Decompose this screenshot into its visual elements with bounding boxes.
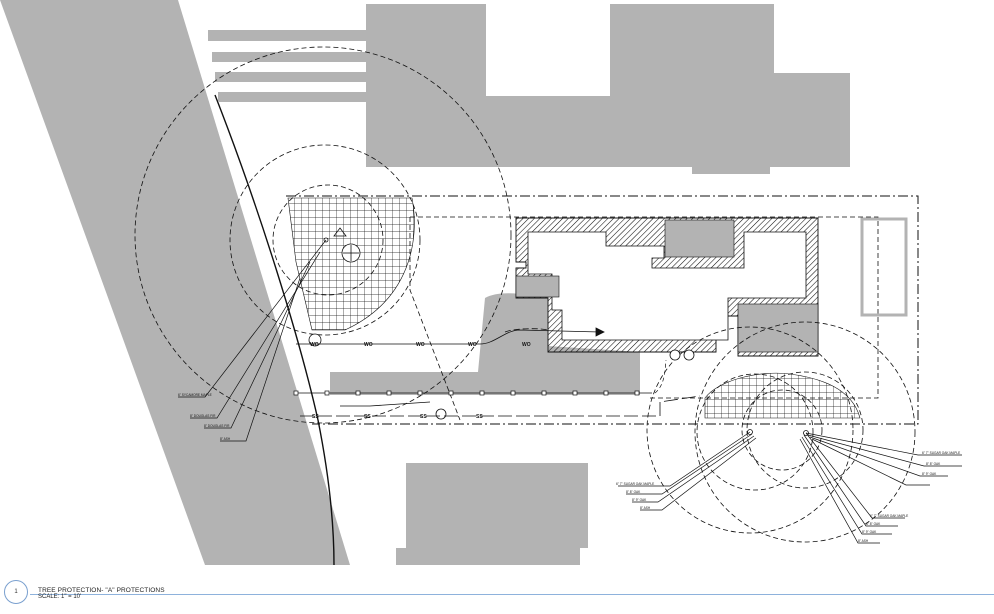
svg-text:WO: WO <box>364 342 373 348</box>
svg-text:8" 8" OAK: 8" 8" OAK <box>926 462 941 466</box>
svg-text:8" ASH: 8" ASH <box>220 437 231 441</box>
west-callout-labels: 6" SYCAMORE MAPLE 8" DOUGLAS FIR 8" DOUG… <box>178 393 231 441</box>
water-line-labels: WO WO WO WO WO <box>310 342 531 348</box>
svg-text:SS: SS <box>364 414 371 420</box>
detail-number-circle: 1 <box>4 580 28 604</box>
svg-text:6" SYCAMORE MAPLE: 6" SYCAMORE MAPLE <box>178 393 212 397</box>
svg-text:SS: SS <box>312 414 319 420</box>
water-line <box>296 327 605 345</box>
svg-text:8" 9" OAK: 8" 9" OAK <box>862 530 877 534</box>
detail-number: 1 <box>14 589 18 595</box>
driveway <box>330 293 640 395</box>
svg-text:SS: SS <box>420 414 427 420</box>
tree-protection-zone-southeast <box>704 372 861 419</box>
svg-text:8" 9" OAK: 8" 9" OAK <box>632 498 647 502</box>
southeast-lower-labels: 6" 7" SUGAR OAK MAPLE 8" 8" OAK 8" 9" OA… <box>858 514 908 543</box>
southeast-right-leaders <box>805 432 962 486</box>
road <box>0 0 350 566</box>
svg-text:WO: WO <box>468 342 477 348</box>
shed-outline <box>860 217 908 317</box>
svg-text:6" 7" SUGAR OAK MAPLE: 6" 7" SUGAR OAK MAPLE <box>616 482 654 486</box>
north-marker <box>333 227 347 237</box>
sewer-line-labels: SS SS SS SS <box>312 414 483 420</box>
drawing-scale: SCALE: 1" = 10' <box>38 594 82 600</box>
southeast-left-leaders <box>618 431 757 511</box>
proposed-house <box>515 217 819 357</box>
svg-text:SS: SS <box>476 414 483 420</box>
west-callout-leaders <box>178 239 327 442</box>
southeast-lower-leaders <box>799 432 905 544</box>
svg-text:WO: WO <box>416 342 425 348</box>
title-block: 1 TREE PROTECTION- "A" PROTECTIONS SCALE… <box>0 578 994 614</box>
svg-text:8" 9" OAK: 8" 9" OAK <box>922 472 937 476</box>
sewer-line <box>300 395 701 417</box>
protection-fence <box>293 359 667 396</box>
drawing-title: TREE PROTECTION- "A" PROTECTIONS <box>38 587 165 594</box>
svg-text:8" DOUGLAS FIR: 8" DOUGLAS FIR <box>190 414 216 418</box>
svg-text:8" 8" OAK: 8" 8" OAK <box>866 522 881 526</box>
svg-text:8" ASH: 8" ASH <box>640 506 651 510</box>
svg-text:8" 8" OAK: 8" 8" OAK <box>626 490 641 494</box>
svg-text:8" DOUGLAS FIR: 8" DOUGLAS FIR <box>204 424 230 428</box>
svg-text:WO: WO <box>310 342 319 348</box>
svg-text:6" 7" SUGAR OAK MAPLE: 6" 7" SUGAR OAK MAPLE <box>922 451 960 455</box>
drip-line-circles <box>134 46 916 543</box>
title-rule <box>30 594 994 595</box>
property-line <box>286 195 919 425</box>
svg-text:8" ASH: 8" ASH <box>858 539 869 543</box>
north-buildings <box>366 4 850 174</box>
svg-text:WO: WO <box>522 342 531 348</box>
southeast-right-labels: 6" 7" SUGAR OAK MAPLE 8" 8" OAK 8" 9" OA… <box>922 451 960 476</box>
svg-text:6" 7" SUGAR OAK MAPLE: 6" 7" SUGAR OAK MAPLE <box>870 514 908 518</box>
southeast-left-labels: 6" 7" SUGAR OAK MAPLE 8" 8" OAK 8" 9" OA… <box>616 482 654 510</box>
south-building <box>396 463 588 565</box>
tree-markers <box>308 237 809 436</box>
tree-protection-zone-west <box>287 197 415 331</box>
